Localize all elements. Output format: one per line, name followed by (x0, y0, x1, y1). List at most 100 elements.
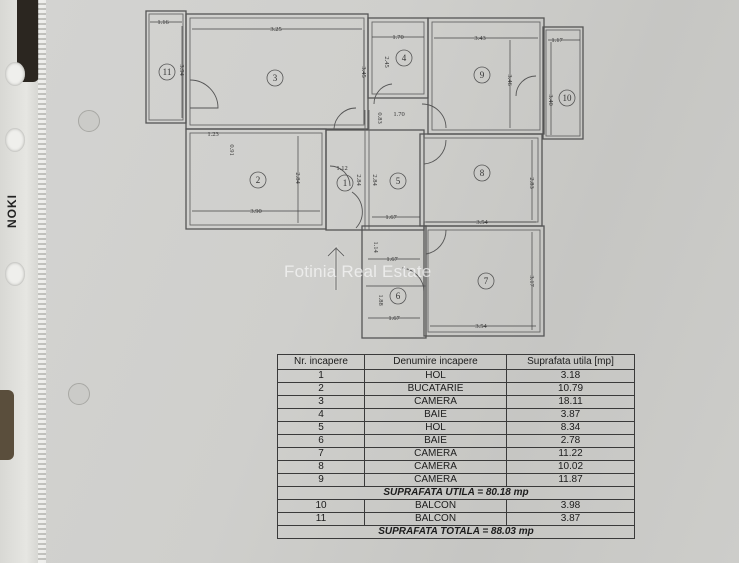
room-name: BUCATARIE (364, 382, 507, 396)
dimension-label: 1.17 (551, 37, 563, 44)
room-number: 5 (277, 421, 365, 435)
dimension-label: 1.23 (207, 131, 218, 138)
dimension-label: 3.43 (474, 35, 485, 42)
dimension-label: 3.90 (250, 208, 261, 215)
room-area: 10.02 (506, 460, 635, 474)
subtotal-row: SUPRAFATA UTILA = 80.18 mp (277, 486, 635, 500)
watermark: Fotinia Real Estate (284, 262, 432, 281)
room-area: 3.87 (506, 512, 635, 526)
svg-text:3: 3 (273, 73, 278, 83)
room-name: BALCON (364, 512, 507, 526)
room-number-label: 7 (477, 272, 495, 290)
room-area: 3.18 (506, 369, 635, 383)
punch-hole (78, 110, 100, 132)
total-row: SUPRAFATA TOTALA = 88.03 mp (277, 525, 635, 539)
walls (145, 10, 584, 339)
room-name: CAMERA (364, 395, 507, 409)
dimension-label: 1.67 (388, 315, 400, 322)
room-area: 2.78 (506, 434, 635, 448)
binder-spine: NOKI (0, 0, 44, 563)
room-name: BALCON (364, 499, 507, 513)
svg-text:10: 10 (563, 93, 573, 103)
total-area: SUPRAFATA TOTALA = 88.03 mp (277, 525, 635, 539)
room-area: 11.87 (506, 473, 635, 487)
room-number-label: 6 (389, 287, 407, 305)
binder-strap (0, 390, 14, 460)
entrance-arrow-icon (326, 244, 346, 290)
room-number: 10 (277, 499, 365, 513)
svg-text:1: 1 (343, 178, 348, 188)
room-number-label: 11 (158, 63, 176, 81)
binder-strap (17, 0, 39, 82)
room-area: 3.98 (506, 499, 635, 513)
dimension-label: 3.40 (547, 94, 554, 105)
svg-text:9: 9 (480, 70, 485, 80)
dimension-label: 2.84 (371, 174, 378, 186)
room-area-table: Nr. incapere Denumire incapere Suprafata… (277, 354, 635, 539)
dimension-label: 3.54 (476, 219, 488, 226)
binder-hole (5, 62, 25, 86)
room-number: 8 (277, 460, 365, 474)
svg-text:8: 8 (480, 168, 485, 178)
dimension-label: 3.46 (506, 74, 513, 86)
door-swings (189, 75, 537, 293)
room-number-label: 2 (249, 171, 267, 189)
dimension-label: 1.67 (386, 256, 398, 263)
svg-text:4: 4 (402, 53, 407, 63)
room-number: 6 (277, 434, 365, 448)
svg-text:5: 5 (396, 176, 401, 186)
room-area: 3.87 (506, 408, 635, 422)
room-area: 8.34 (506, 421, 635, 435)
dimension-label: 0.83 (376, 112, 383, 123)
room-number-label: 10 (558, 89, 576, 107)
room-number-label: 5 (389, 172, 407, 190)
column-header-nr: Nr. incapere (277, 354, 365, 370)
svg-text:11: 11 (163, 67, 172, 77)
dimension-label: 1.16 (157, 19, 169, 26)
sheet-protector-edge (38, 0, 46, 563)
room-labels: 1 2 3 4 5 6 7 8 9 10 11 (158, 49, 576, 305)
room-name: CAMERA (364, 473, 507, 487)
dimension-label: 1.12 (336, 165, 347, 172)
room-number-label: 8 (473, 164, 491, 182)
room-number: 11 (277, 512, 365, 526)
room-number: 7 (277, 447, 365, 461)
room-number: 3 (277, 395, 365, 409)
room-number-label: 9 (473, 66, 491, 84)
dimension-label: 3.25 (270, 26, 281, 33)
room-name: BAIE (364, 434, 507, 448)
room-number-label: 3 (266, 69, 284, 87)
dimension-label: 2.84 (294, 172, 301, 184)
dimension-label: 2.83 (528, 177, 535, 188)
room-number: 1 (277, 369, 365, 383)
dimension-label: 2.84 (355, 174, 362, 186)
room-name: HOL (364, 421, 507, 435)
room-number: 9 (277, 473, 365, 487)
room-number: 2 (277, 382, 365, 396)
punch-hole (68, 383, 90, 405)
dimension-label: 1.14 (372, 241, 379, 253)
dimension-label: 3.94 (178, 64, 185, 76)
room-number-label: 4 (395, 49, 413, 67)
dimension-label: 0.91 (228, 144, 235, 155)
binder-hole (5, 128, 25, 152)
dimension-label: 3.17 (528, 275, 535, 287)
room-name: CAMERA (364, 460, 507, 474)
svg-text:6: 6 (396, 291, 401, 301)
table-header-row: Nr. incapere Denumire incapere Suprafata… (277, 354, 635, 370)
room-number: 4 (277, 408, 365, 422)
binder-hole (5, 262, 25, 286)
dimension-label: 1.67 (385, 214, 397, 221)
dimension-label: 1.70 (392, 34, 403, 41)
room-name: HOL (364, 369, 507, 383)
